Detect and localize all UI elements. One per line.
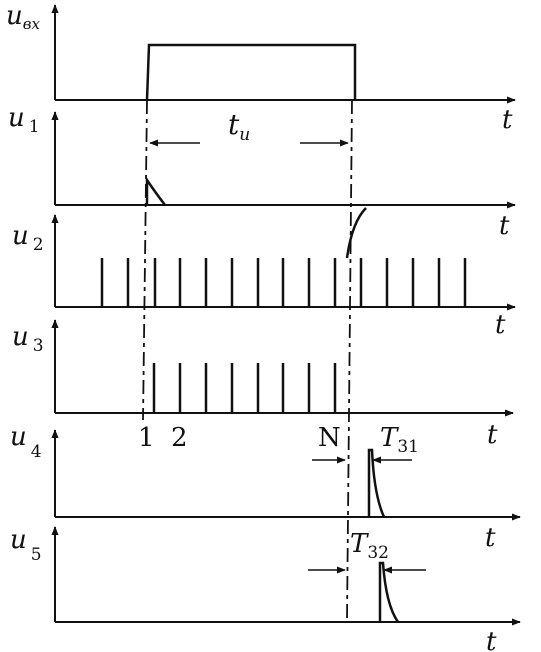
t-label-u1: t [502, 105, 513, 135]
input-rect-pulse [145, 43, 357, 101]
waveforms-group [100, 43, 467, 623]
annotations: tu 1 2 N T31 T32 [138, 108, 419, 563]
pulse-N-label: N [318, 423, 341, 453]
t-label-u5: t [485, 523, 496, 553]
dashed-guides [142, 99, 353, 621]
T32-label: T32 [350, 529, 389, 563]
u5-decay-spike [378, 561, 400, 623]
axes-group [51, 4, 521, 626]
pulse-1-label: 1 [138, 423, 155, 453]
guide-line-start [142, 99, 148, 421]
guide-line-end [346, 99, 353, 621]
T31-label: T31 [380, 423, 419, 457]
t-label-bottom: t [486, 627, 497, 652]
u4-decay-spike [367, 448, 386, 518]
dimension-arrows [149, 139, 426, 574]
pulse-2-label: 2 [171, 423, 188, 453]
t-label-u2: t [499, 211, 510, 241]
u-in-label: uвх [6, 1, 40, 33]
tu-label: tu [228, 108, 250, 145]
u1-decay-spike [145, 175, 166, 206]
t-label-u4: t [487, 420, 498, 450]
u2-rise-curve [345, 207, 367, 259]
t-label-u3: t [495, 310, 506, 340]
